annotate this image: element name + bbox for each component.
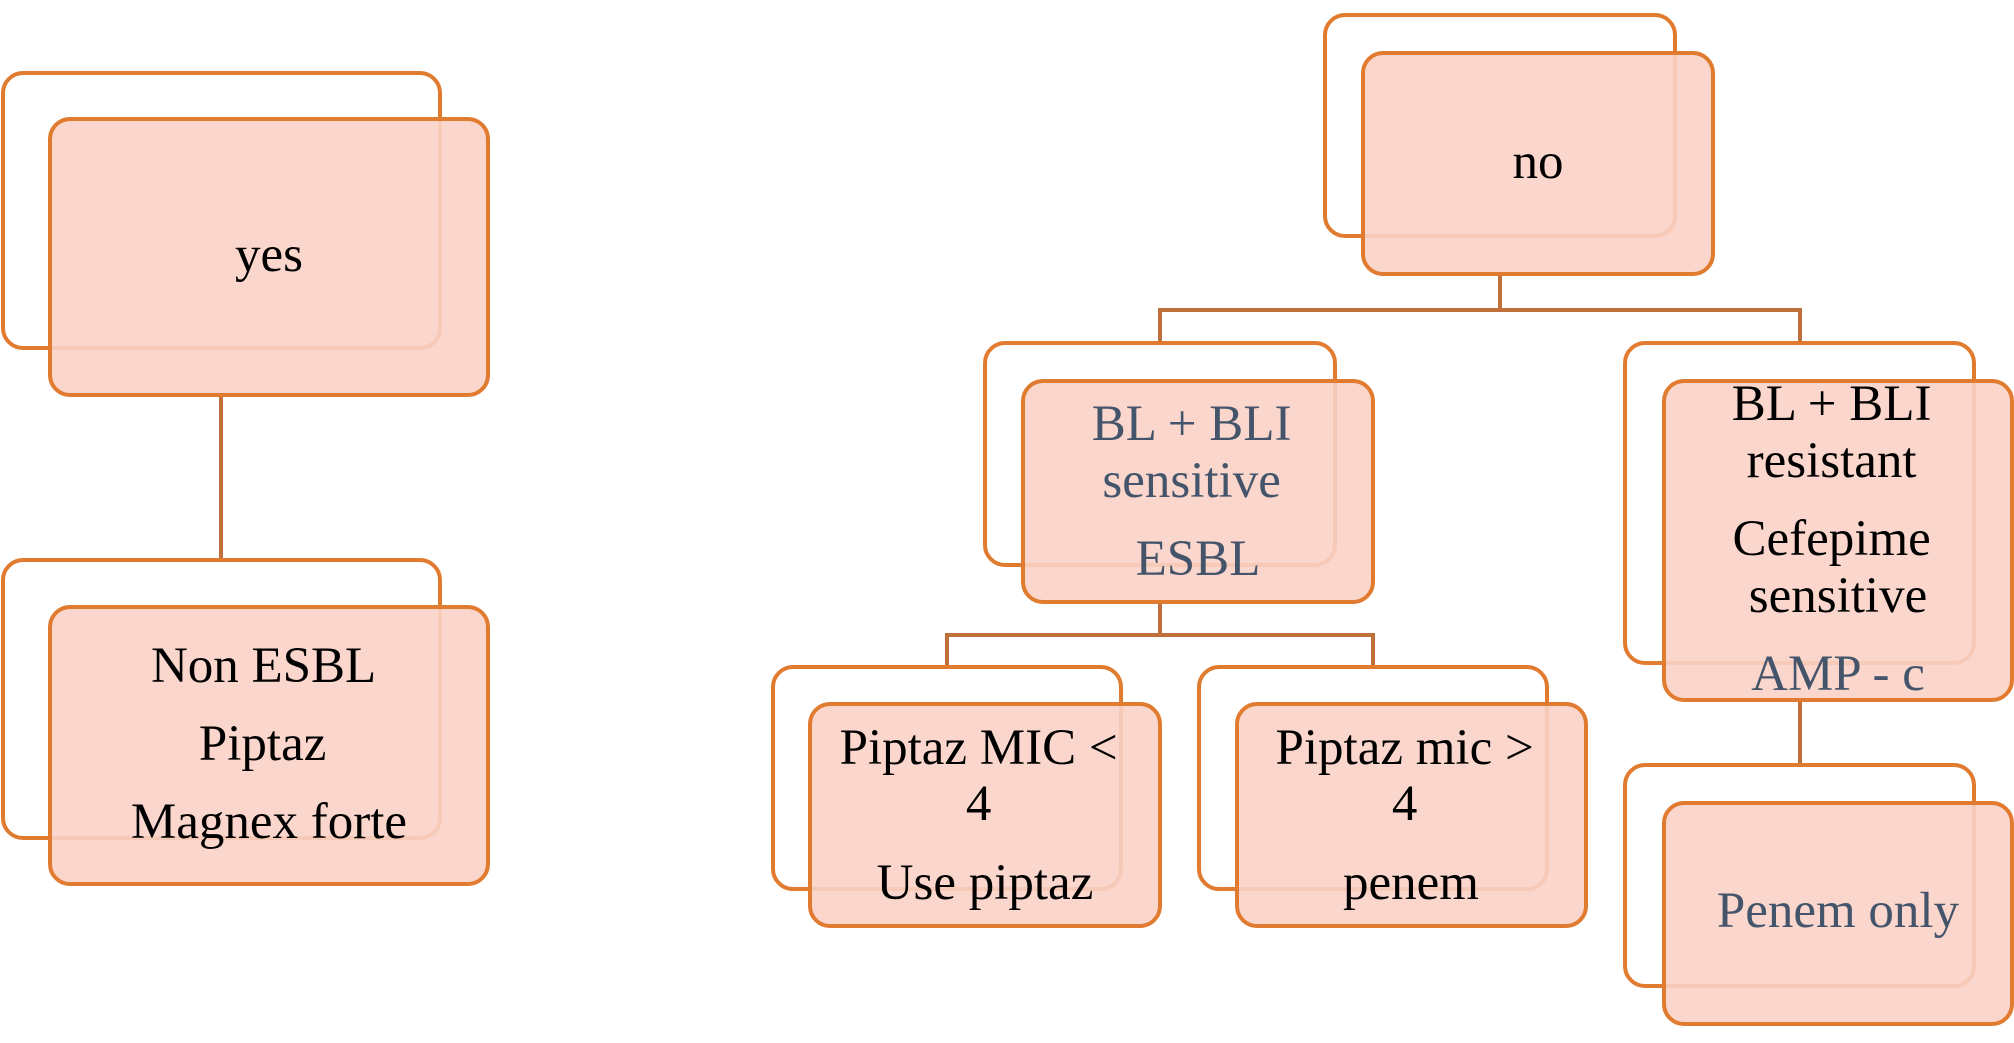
node-piptaz-mic-gt-line-3: penem bbox=[1343, 855, 1479, 911]
node-bl-bli-resistant-subtext: AMP - c bbox=[1751, 646, 1925, 702]
node-piptaz-mic-gt-box bbox=[1235, 702, 1588, 928]
node-bl-bli-resistant-line-2: resistant bbox=[1747, 433, 1917, 489]
node-penem-only: Penem only bbox=[1623, 763, 2014, 1026]
node-no-text: no bbox=[1513, 134, 1564, 190]
node-piptaz-mic-lt-line-1: Piptaz MIC < bbox=[840, 720, 1118, 776]
node-bl-bli-resistant-text: BL + BLI resistant Cefepime sensitive bbox=[1732, 376, 1944, 624]
node-piptaz-mic-lt-box bbox=[808, 702, 1162, 928]
connector-no-to-resistant bbox=[1500, 308, 1802, 343]
node-piptaz-mic-lt-line-2: 4 bbox=[966, 776, 992, 832]
node-non-esbl-line-1: Non ESBL bbox=[151, 638, 374, 694]
node-bl-bli-resistant-line-1: BL + BLI bbox=[1732, 376, 1932, 432]
node-piptaz-mic-gt-line-1: Piptaz mic > bbox=[1276, 720, 1534, 776]
node-bl-bli-resistant-line-4: sensitive bbox=[1749, 568, 1927, 624]
node-bl-bli-resistant-box bbox=[1662, 379, 2014, 702]
node-non-esbl-line-2: Piptaz bbox=[199, 716, 326, 772]
node-bl-bli-resistant-line-3: Cefepime bbox=[1733, 511, 1931, 567]
node-bl-bli-sensitive-text: BL + BLI sensitive ESBL bbox=[1092, 396, 1304, 587]
node-piptaz-mic-lt: Piptaz MIC < 4 Use piptaz bbox=[771, 665, 1162, 928]
node-no-line: no bbox=[1513, 134, 1564, 190]
node-no-box bbox=[1361, 51, 1715, 276]
node-non-esbl-line-3: Magnex forte bbox=[131, 794, 407, 850]
node-piptaz-mic-gt-text: Piptaz mic > 4 penem bbox=[1276, 720, 1547, 911]
node-bl-bli-sensitive-box bbox=[1021, 379, 1375, 604]
node-yes-text: yes bbox=[235, 227, 303, 283]
node-piptaz-mic-gt: Piptaz mic > 4 penem bbox=[1197, 665, 1588, 928]
node-bl-bli-resistant-line-5: AMP - c bbox=[1751, 646, 1925, 702]
node-yes: yes bbox=[1, 71, 490, 397]
node-non-esbl: Non ESBL Piptaz Magnex forte bbox=[1, 558, 490, 886]
connectors bbox=[219, 275, 1802, 765]
node-penem-only-line: Penem only bbox=[1717, 883, 1960, 939]
node-piptaz-mic-lt-line-3: Use piptaz bbox=[877, 855, 1094, 911]
node-bl-bli-sensitive: BL + BLI sensitive ESBL bbox=[983, 341, 1375, 604]
connector-no-to-children bbox=[1158, 275, 1502, 343]
node-bl-bli-sensitive-line-2: sensitive bbox=[1102, 453, 1280, 509]
node-yes-line: yes bbox=[235, 227, 303, 283]
node-bl-bli-sensitive-line-3: ESBL bbox=[1136, 531, 1261, 587]
node-no: no bbox=[1323, 13, 1715, 276]
connector-esbl-to-mic-gt bbox=[1160, 633, 1375, 667]
node-yes-box bbox=[48, 117, 490, 397]
node-bl-bli-resistant: BL + BLI resistant Cefepime sensitive AM… bbox=[1623, 341, 2014, 702]
node-bl-bli-sensitive-line-1: BL + BLI bbox=[1092, 396, 1292, 452]
node-penem-only-box bbox=[1662, 801, 2014, 1026]
node-penem-only-text: Penem only bbox=[1717, 883, 1960, 939]
node-non-esbl-text: Non ESBL Piptaz Magnex forte bbox=[131, 638, 407, 850]
connector-esbl-to-children bbox=[945, 603, 1162, 667]
node-piptaz-mic-gt-line-2: 4 bbox=[1392, 776, 1418, 832]
node-non-esbl-box bbox=[48, 605, 490, 886]
node-piptaz-mic-lt-text: Piptaz MIC < 4 Use piptaz bbox=[840, 720, 1131, 911]
